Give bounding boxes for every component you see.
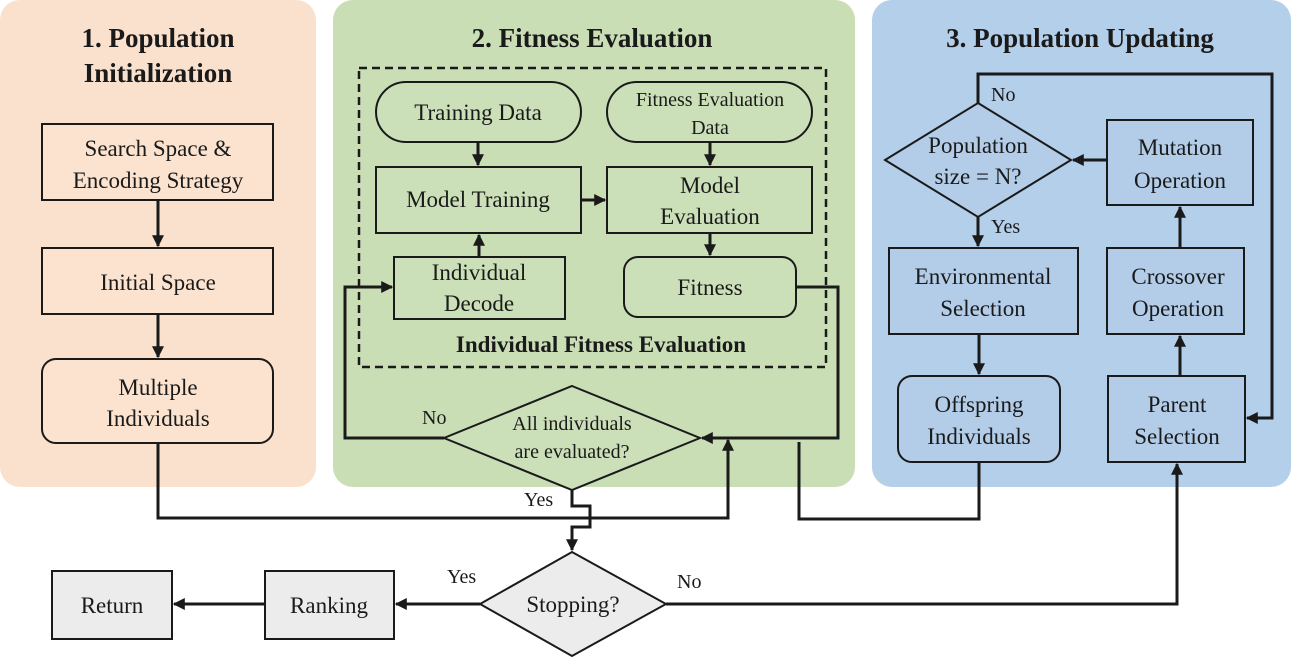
stopping-label: Stopping? [526, 592, 619, 617]
environmental-selection-label-line2: Selection [940, 296, 1026, 321]
all-evaluated-label-line2: are evaluated? [515, 441, 630, 463]
all-evaluated-label-line1: All individuals [512, 413, 632, 435]
return-box [51, 570, 173, 640]
offspring-individuals-label-line1: Offspring [934, 392, 1024, 417]
population-size-no-label: No [991, 84, 1015, 106]
model-evaluation-label-line1: Model [680, 173, 740, 198]
fitness-evaluation-data-label-line2: Data [691, 117, 729, 139]
all-evaluated-no-label: No [422, 407, 446, 429]
panel-title-init-line1: 1. Population [81, 23, 234, 53]
mutation-operation-label-line2: Operation [1134, 168, 1226, 193]
model-evaluation-box [606, 166, 813, 234]
arrow-offspring-to-decision [797, 442, 981, 521]
individual-decode-label-line1: Individual [432, 260, 527, 285]
population-size-label-line2: size = N? [934, 164, 1021, 189]
multiple-individuals-label-line1: Multiple [118, 375, 197, 400]
arrow-fitness-to-decision [700, 285, 840, 444]
offspring-individuals-label-line2: Individuals [927, 424, 1031, 449]
all-evaluated-yes-label: Yes [524, 489, 553, 511]
panel-title-init-line2: Initialization [84, 58, 233, 88]
return-label: Return [81, 593, 144, 618]
environmental-selection-label-line1: Environmental [915, 264, 1052, 289]
population-size-label-line1: Population [928, 133, 1028, 158]
crossover-operation-label-line1: Crossover [1131, 264, 1225, 289]
model-training-label: Model Training [406, 187, 550, 212]
fitness-label: Fitness [677, 275, 742, 300]
individual-decode-label-line2: Decode [444, 291, 514, 316]
mutation-operation-box [1106, 119, 1254, 206]
stopping-yes-label: Yes [447, 566, 476, 588]
training-data-label: Training Data [414, 100, 542, 125]
ranking-label: Ranking [290, 593, 368, 618]
parent-selection-box [1107, 375, 1246, 463]
initial-space-label: Initial Space [100, 270, 216, 295]
search-space-box [41, 123, 274, 201]
arrow-yes-to-stopping [566, 490, 592, 552]
arrow-no-loop-to-decode [343, 281, 444, 440]
fitness-evaluation-data-label-line1: Fitness Evaluation [636, 89, 784, 111]
stopping-decision [477, 550, 669, 658]
stopping-no-label: No [677, 571, 701, 593]
crossover-operation-box [1106, 247, 1245, 335]
multiple-individuals-label-line2: Individuals [106, 406, 210, 431]
arrow-stopping-no-to-parent [666, 462, 1183, 606]
arrow-population-size-no-to-parent [976, 72, 1274, 424]
crossover-operation-label-line2: Operation [1132, 296, 1224, 321]
panel-title-fitness: 2. Fitness Evaluation [472, 23, 713, 53]
panel-title-update: 3. Population Updating [946, 23, 1214, 53]
search-space-label-line2: Encoding Strategy [73, 168, 244, 193]
mutation-operation-label-line1: Mutation [1138, 135, 1223, 160]
parent-selection-label-line1: Parent [1148, 392, 1207, 417]
search-space-label-line1: Search Space & [85, 136, 232, 161]
model-evaluation-label-line2: Evaluation [660, 204, 760, 229]
parent-selection-label-line2: Selection [1134, 424, 1220, 449]
offspring-individuals-box [897, 375, 1061, 463]
arrow-multiple-to-decision [156, 438, 734, 520]
individual-fitness-group [357, 66, 828, 369]
environmental-selection-box [888, 247, 1079, 335]
individual-fitness-group-title: Individual Fitness Evaluation [456, 332, 746, 357]
population-size-yes-label: Yes [991, 216, 1020, 238]
